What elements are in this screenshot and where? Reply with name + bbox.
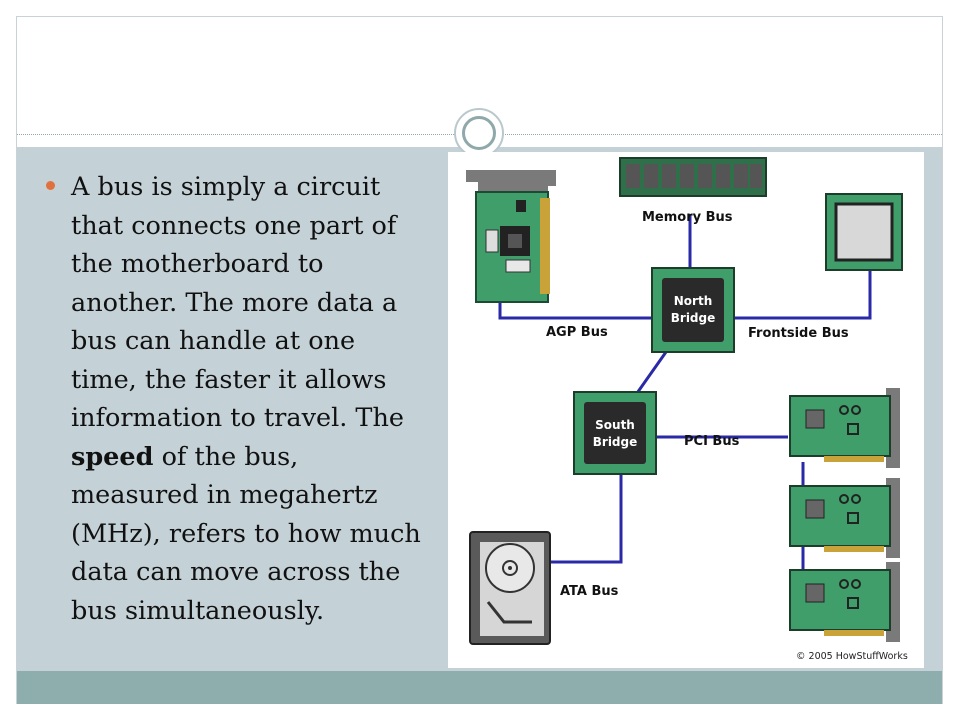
north-bridge-label-2: Bridge (671, 311, 716, 325)
north-south-link-line (633, 351, 668, 397)
frontside-bus-label: Frontside Bus (748, 326, 849, 341)
agp-bus-label: AGP Bus (546, 325, 608, 340)
agp-bus-line (498, 302, 653, 320)
bullet-dot-icon (46, 181, 55, 190)
bus-diagram-svg: Memory Bus North Bridge AGP Bus Frontsid… (466, 157, 908, 662)
bullet-text-after: of the bus, measured in megahertz (MHz),… (71, 441, 421, 626)
memory-module-icon (619, 157, 767, 197)
bullet-bold-word: speed (71, 441, 154, 472)
pci-bus-label: PCI Bus (684, 434, 740, 449)
ata-bus-line (548, 472, 623, 564)
divider-ring-inner (462, 116, 496, 150)
frontside-bus-line (731, 270, 872, 320)
graphics-card-icon (466, 170, 556, 303)
pci-card-2-icon (789, 478, 900, 558)
copyright-text: © 2005 HowStuffWorks (796, 651, 908, 662)
cpu-chip-icon (825, 193, 903, 271)
pci-card-3-icon (789, 562, 900, 642)
north-bridge-label-1: North (674, 294, 712, 308)
hard-drive-icon (469, 531, 551, 645)
north-bridge-chip: North Bridge (651, 267, 735, 353)
pci-card-1-icon (789, 388, 900, 468)
footer-band (17, 671, 942, 704)
memory-bus-label: Memory Bus (642, 210, 733, 225)
bus-lines (498, 214, 872, 572)
south-bridge-chip: South Bridge (573, 391, 657, 475)
bullet-text: A bus is simply a circuit that connects … (71, 172, 421, 626)
south-bridge-label-1: South (595, 418, 635, 432)
bullet-text-before: A bus is simply a circuit that connects … (71, 172, 404, 433)
south-bridge-label-2: Bridge (593, 435, 638, 449)
ata-bus-label: ATA Bus (560, 584, 619, 599)
divider-ring-ornament (454, 108, 504, 158)
bullet-list: A bus is simply a circuit that connects … (46, 168, 426, 630)
bus-diagram: Memory Bus North Bridge AGP Bus Frontsid… (448, 152, 924, 668)
bullet-item: A bus is simply a circuit that connects … (46, 168, 426, 630)
